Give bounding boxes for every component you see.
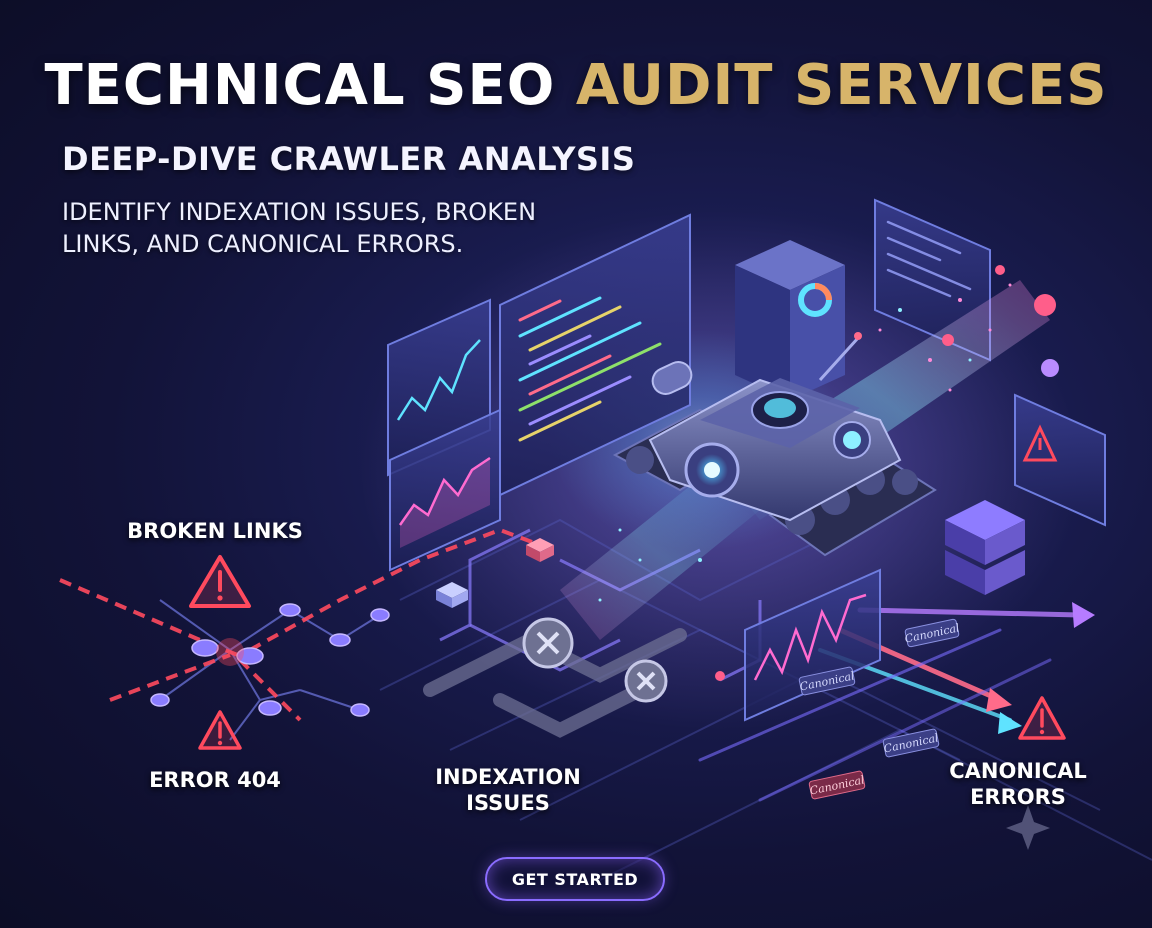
warning-icon-canonical bbox=[1018, 696, 1066, 740]
particles bbox=[878, 283, 1012, 392]
blocked-x-icon-2 bbox=[624, 659, 668, 703]
chart-panel-left-bottom bbox=[389, 408, 501, 572]
database-stack-icon bbox=[945, 500, 1025, 595]
crawler-robot-icon bbox=[612, 332, 937, 557]
sparkle-icon bbox=[1006, 805, 1050, 850]
tagline-line-1: IDENTIFY INDEXATION ISSUES, BROKEN bbox=[62, 198, 537, 226]
indexation-issues-label: INDEXATION ISSUES bbox=[410, 764, 606, 816]
canonical-line-2: ERRORS bbox=[970, 785, 1066, 809]
data-cubes bbox=[436, 538, 554, 608]
code-panel bbox=[499, 213, 691, 497]
canonical-tag-4: Canonical bbox=[809, 770, 866, 800]
chart-panel-bottom bbox=[744, 568, 881, 722]
broken-link-network bbox=[59, 527, 541, 741]
warning-icon-404 bbox=[198, 710, 242, 750]
broken-links-label: BROKEN LINKS bbox=[127, 519, 303, 543]
tagline: IDENTIFY INDEXATION ISSUES, BROKEN LINKS… bbox=[62, 196, 662, 260]
subtitle: DEEP-DIVE CRAWLER ANALYSIS bbox=[62, 140, 636, 178]
warning-icon-broken-links bbox=[189, 555, 251, 608]
title-part-1: TECHNICAL SEO bbox=[44, 53, 556, 118]
page-title: TECHNICAL SEO AUDIT SERVICES bbox=[0, 52, 1152, 120]
canonical-errors-label: CANONICAL ERRORS bbox=[930, 758, 1106, 810]
canonical-tag-3: Canonical bbox=[883, 728, 940, 758]
title-part-2: AUDIT SERVICES bbox=[575, 53, 1108, 118]
indexation-line-2: ISSUES bbox=[466, 791, 550, 815]
indexation-line-1: INDEXATION bbox=[435, 765, 581, 789]
error-404-label: ERROR 404 bbox=[149, 768, 281, 792]
tagline-line-2: LINKS, AND CANONICAL ERRORS. bbox=[62, 230, 464, 258]
alert-panel-right bbox=[1014, 393, 1106, 527]
canonical-line-1: CANONICAL bbox=[949, 759, 1087, 783]
server-icon bbox=[735, 240, 845, 400]
blocked-x-icon bbox=[522, 617, 574, 669]
node-dots bbox=[715, 265, 1059, 681]
get-started-button[interactable]: GET STARTED bbox=[485, 857, 665, 901]
